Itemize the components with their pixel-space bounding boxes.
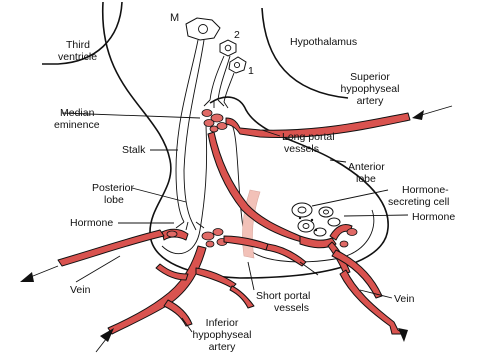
label-hormone-right: Hormone — [412, 211, 455, 223]
secreting-cell — [292, 203, 312, 217]
label-inferior-artery-2: hypophyseal — [193, 329, 252, 341]
hypothalamus-floor — [262, 8, 348, 98]
vein-right-arrow — [398, 328, 408, 342]
neuron-m-axon — [176, 40, 198, 222]
label-third-ventricle-1: Third — [66, 39, 90, 51]
label-superior-artery-3: artery — [357, 95, 385, 107]
inferior-hypophyseal-artery — [108, 246, 206, 334]
hormone-secreting-cells — [292, 203, 340, 236]
label-posterior-lobe-1: Posterior — [92, 182, 135, 194]
label-short-portal-2: vessels — [274, 302, 309, 314]
posterior-capillaries — [162, 229, 188, 240]
leader-lines — [62, 113, 408, 332]
label-median-eminence-2: eminence — [54, 119, 100, 131]
vein-left — [58, 230, 164, 266]
label-neuron-m: M — [170, 12, 179, 24]
neuron-1-body — [229, 57, 246, 73]
neuron-2-body — [220, 40, 236, 56]
label-anterior-lobe-1: Anterior — [348, 161, 385, 173]
secreting-cell — [298, 220, 314, 232]
label-long-portal-1: Long portal — [282, 131, 335, 143]
label-anterior-lobe-2: lobe — [356, 173, 376, 185]
label-vein-left: Vein — [70, 284, 91, 296]
label-hormone-left: Hormone — [70, 217, 113, 229]
label-median-eminence-1: Median — [60, 107, 95, 119]
label-third-ventricle-2: ventricle — [58, 51, 97, 63]
label-superior-artery-1: Superior — [350, 71, 390, 83]
neuron-m-body — [186, 18, 220, 40]
label-neuron-2: 2 — [234, 29, 240, 41]
label-stalk: Stalk — [122, 144, 146, 156]
label-inferior-artery-3: artery — [209, 341, 237, 353]
label-vein-right: Vein — [394, 293, 415, 305]
label-neuron-1: 1 — [248, 65, 254, 77]
label-posterior-lobe-2: lobe — [104, 194, 124, 206]
label-hormone-cell-1: Hormone- — [402, 184, 449, 196]
labels: M 2 1 Third ventricle Hypothalamus Super… — [54, 12, 455, 353]
label-hypothalamus: Hypothalamus — [290, 36, 357, 48]
neuron-2-axon — [210, 56, 224, 100]
label-short-portal-1: Short portal — [256, 290, 310, 302]
label-superior-artery-2: hypophyseal — [341, 83, 400, 95]
label-long-portal-2: vessels — [284, 143, 319, 155]
label-inferior-artery-1: Inferior — [206, 317, 239, 329]
secreting-cell — [328, 218, 340, 226]
label-hormone-cell-2: secreting cell — [388, 196, 449, 208]
secreting-cell — [319, 207, 333, 217]
